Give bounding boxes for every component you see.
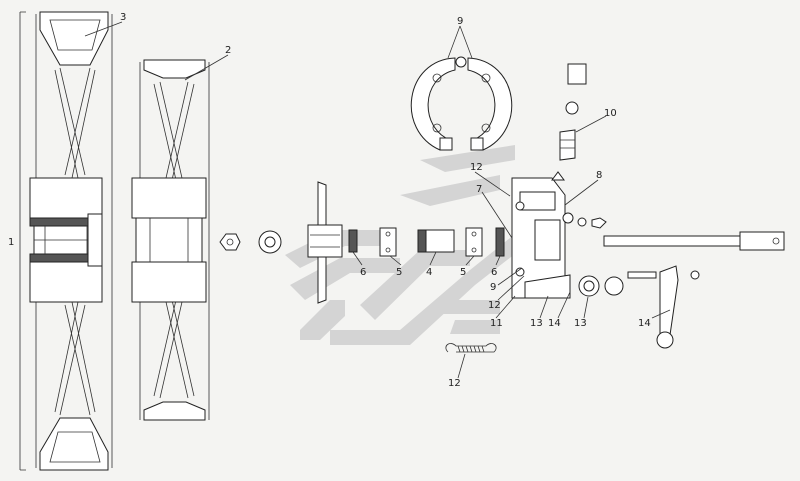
nut-8a <box>562 212 574 224</box>
washer-13b <box>604 276 624 296</box>
axle-sleeve-4 <box>417 229 455 253</box>
brake-lever <box>656 265 700 349</box>
callout-12-top: 12 <box>470 162 483 173</box>
wheel-rim <box>131 59 210 421</box>
callout-2: 2 <box>225 45 231 56</box>
callout-6-right: 6 <box>491 267 497 278</box>
return-spring <box>445 343 497 353</box>
callout-12-bottom: 12 <box>448 378 461 389</box>
brake-shoes <box>410 56 513 151</box>
bearing-6-left <box>348 229 358 253</box>
bolt-14 <box>627 271 657 279</box>
callout-9-top: 9 <box>457 16 463 27</box>
bearing-6-right <box>495 227 505 257</box>
leader-lines <box>84 21 671 379</box>
callout-14-right: 14 <box>638 318 651 329</box>
callout-13-left: 13 <box>530 318 543 329</box>
assembly-bracket <box>19 11 26 471</box>
callout-14-left: 14 <box>548 318 561 329</box>
axle-nut <box>219 233 241 251</box>
brake-cam-fitting <box>559 63 587 161</box>
callout-1: 1 <box>8 237 14 248</box>
spacer-5-left <box>379 227 397 257</box>
callout-5-left: 5 <box>396 267 402 278</box>
callout-4: 4 <box>426 267 432 278</box>
callout-5-right: 5 <box>460 267 466 278</box>
brake-rod <box>603 231 785 251</box>
washer-13a-inner <box>583 280 595 292</box>
bolt-8 <box>591 217 607 229</box>
callout-13-right: 13 <box>574 318 587 329</box>
callout-11: 11 <box>490 318 503 329</box>
washer <box>258 230 282 254</box>
callout-10: 10 <box>604 108 617 119</box>
callout-9-side: 9 <box>490 282 496 293</box>
brake-backing-plate <box>511 171 571 299</box>
callout-3: 3 <box>120 12 126 23</box>
callout-12-mid: 12 <box>488 300 501 311</box>
callout-8: 8 <box>596 170 602 181</box>
callout-7: 7 <box>476 184 482 195</box>
spacer-5-right <box>465 227 483 257</box>
callout-6-left: 6 <box>360 267 366 278</box>
watermark-logo <box>285 145 520 345</box>
hub-flange <box>307 181 343 304</box>
wheel-assembled <box>29 11 113 471</box>
nut-8b <box>577 217 587 227</box>
